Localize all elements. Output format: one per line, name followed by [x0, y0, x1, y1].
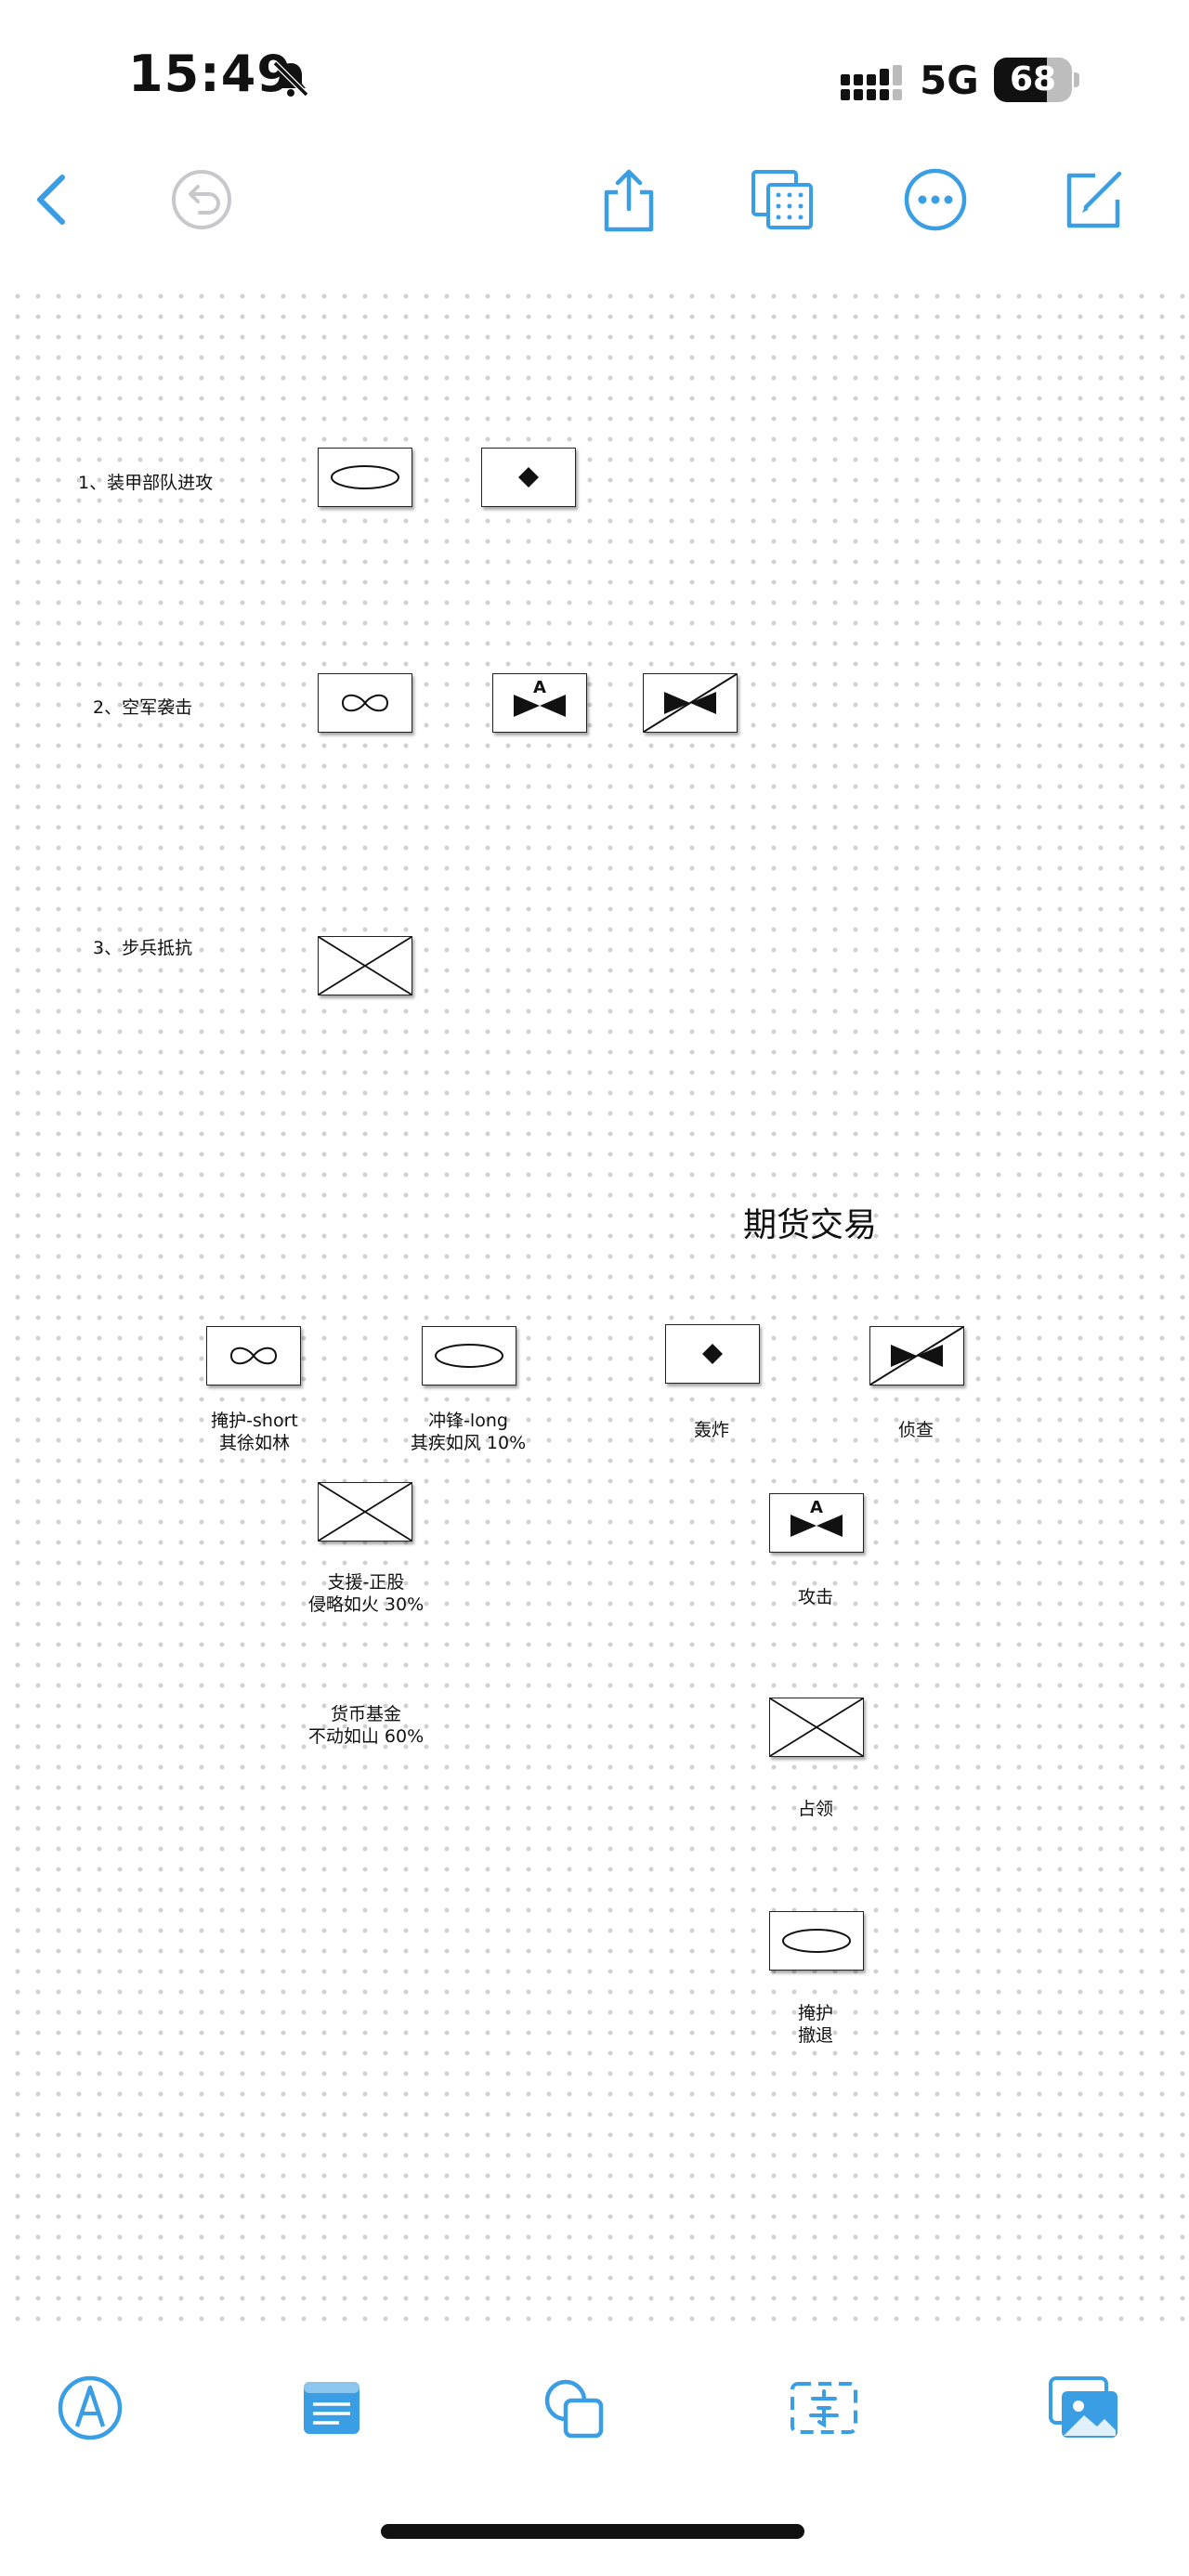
battery-icon: 68	[994, 58, 1079, 102]
caption-line: 侵略如火 30%	[307, 1594, 425, 1615]
symbol-retreat[interactable]	[769, 1911, 864, 1971]
symbol-armor-oval[interactable]	[318, 448, 412, 507]
caption-attack: 攻击	[723, 1586, 908, 1608]
top-toolbar	[0, 158, 1189, 260]
shapes-button[interactable]	[531, 2366, 615, 2450]
caption-line: 轰炸	[693, 1420, 729, 1440]
symbol-support[interactable]	[318, 1482, 412, 1542]
symbol-cover-short[interactable]	[206, 1326, 301, 1386]
back-button[interactable]	[11, 158, 95, 241]
more-icon	[904, 168, 967, 231]
signal-strength-icon	[841, 65, 902, 100]
caption-occupy: 占领	[723, 1798, 908, 1820]
caption-line: 占领	[797, 1799, 833, 1819]
caption-retreat: 掩护 撤退	[723, 2002, 908, 2047]
photo-insert-icon	[1049, 2376, 1117, 2438]
home-indicator[interactable]	[381, 2524, 804, 2539]
caption-line: 支援-正股	[327, 1572, 405, 1593]
text-box-icon	[304, 2382, 359, 2434]
symbol-attack[interactable]: A	[769, 1493, 864, 1553]
symbol-charge-long[interactable]	[422, 1326, 516, 1386]
status-time: 15:49	[128, 45, 293, 103]
text-insert-icon	[790, 2382, 857, 2434]
symbol-occupy[interactable]	[769, 1698, 864, 1757]
caption-line: 侦查	[897, 1420, 934, 1440]
caption-line: 货币基金	[330, 1704, 401, 1724]
text-box-button[interactable]	[290, 2366, 373, 2450]
airborne-letter: A	[810, 1498, 823, 1517]
silent-bell-icon	[272, 60, 309, 98]
back-chevron-icon	[37, 175, 65, 225]
photo-insert-button[interactable]	[1042, 2366, 1126, 2450]
bottom-toolbar	[0, 2340, 1189, 2479]
shapes-icon	[544, 2379, 604, 2439]
caption-bombard: 轰炸	[619, 1419, 804, 1441]
note-canvas[interactable]: 1、装甲部队进攻 2、空军袭击 A 3、步兵抵抗 期货交易 掩护-short 其…	[0, 279, 1189, 2331]
caption-line: 冲锋-long	[428, 1411, 508, 1431]
text-insert-button[interactable]	[782, 2366, 866, 2450]
share-button[interactable]	[587, 158, 671, 241]
pen-tool-button[interactable]	[48, 2366, 132, 2450]
caption-recon: 侦查	[823, 1419, 1009, 1441]
caption-line: 攻击	[797, 1587, 833, 1607]
status-bar: 15:49 5G 68	[0, 0, 1189, 139]
battery-fill	[994, 58, 1048, 102]
more-button[interactable]	[894, 158, 977, 241]
caption-cover-short: 掩护-short 其徐如林	[162, 1410, 347, 1454]
symbol-airborne-bowtie[interactable]: A	[492, 673, 587, 733]
symbol-infantry-cross[interactable]	[318, 936, 412, 995]
network-type: 5G	[920, 58, 979, 103]
caption-money-fund: 货币基金 不动如山 60%	[273, 1703, 459, 1748]
legend-infantry-resist: 3、步兵抵抗	[93, 938, 193, 958]
grid-view-button[interactable]	[741, 158, 825, 241]
section-title: 期货交易	[743, 1206, 878, 1244]
caption-support: 支援-正股 侵略如火 30%	[273, 1571, 459, 1616]
caption-line: 其疾如风 10%	[410, 1433, 527, 1453]
caption-line: 其徐如林	[218, 1433, 290, 1453]
undo-button[interactable]	[160, 158, 243, 241]
caption-charge-long: 冲锋-long 其疾如风 10%	[375, 1410, 561, 1454]
legend-armored-attack: 1、装甲部队进攻	[78, 473, 214, 493]
share-icon	[604, 169, 654, 232]
airborne-letter: A	[533, 678, 546, 697]
pen-tool-icon	[58, 2375, 123, 2440]
battery-level: 68	[1009, 60, 1057, 98]
symbol-recon-bowtie-slash[interactable]	[643, 673, 738, 733]
symbol-bombard-diamond[interactable]	[481, 448, 576, 507]
legend-air-strike: 2、空军袭击	[93, 697, 193, 718]
symbol-bombard[interactable]	[665, 1324, 760, 1384]
compose-icon	[1066, 171, 1122, 228]
caption-line: 掩护-short	[211, 1411, 298, 1431]
compose-button[interactable]	[1052, 158, 1135, 241]
caption-line: 撤退	[797, 2025, 833, 2046]
symbol-recon[interactable]	[869, 1326, 964, 1386]
undo-icon	[172, 170, 231, 229]
symbol-air-infinity[interactable]	[318, 673, 412, 733]
grid-view-icon	[751, 170, 813, 229]
caption-line: 不动如山 60%	[307, 1726, 425, 1747]
caption-line: 掩护	[797, 2003, 833, 2023]
